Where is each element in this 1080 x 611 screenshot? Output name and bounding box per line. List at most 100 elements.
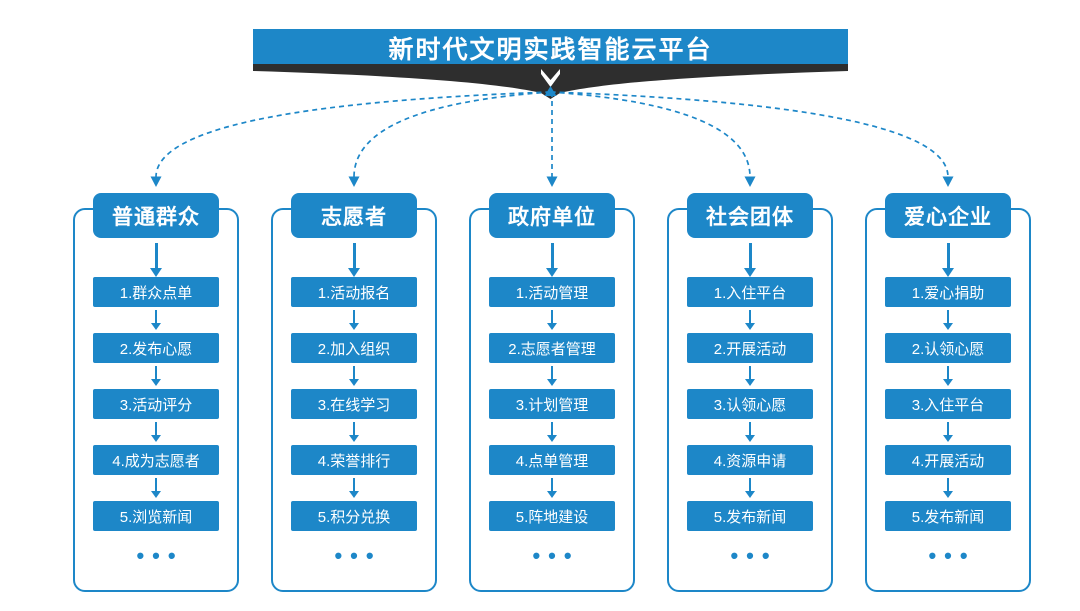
connector-arrowhead-icon: [348, 176, 360, 187]
step-box: 3.入住平台: [885, 389, 1011, 419]
step-box: 5.阵地建设: [489, 501, 615, 531]
step-box: 5.发布新闻: [885, 501, 1011, 531]
down-arrow-icon: [151, 422, 161, 442]
ellipsis-indicator: •••: [730, 543, 778, 568]
arrow-shaft: [352, 422, 356, 435]
arrow-shaft: [550, 366, 554, 379]
arrow-shaft: [352, 310, 356, 323]
step-box: 2.发布心愿: [93, 333, 219, 363]
arrow-shaft: [352, 243, 356, 268]
down-arrow-icon: [151, 478, 161, 498]
step-box: 2.志愿者管理: [489, 333, 615, 363]
column-header: 普通群众: [93, 193, 219, 238]
role-column-1: 普通群众 1.群众点单 2.发布心愿 3.活动评分 4.成为志愿者 5.浏览新闻 •••: [73, 193, 239, 593]
step-box: 4.开展活动: [885, 445, 1011, 475]
column-header: 志愿者: [291, 193, 417, 238]
step-box: 1.活动管理: [489, 277, 615, 307]
dashed-connector: [353, 91, 551, 178]
arrow-shaft: [352, 366, 356, 379]
connector-arrowhead-icon: [942, 176, 954, 187]
down-arrow-icon: [943, 478, 953, 498]
down-arrow-icon: [348, 243, 360, 277]
arrow-head: [546, 268, 558, 277]
arrow-head: [151, 323, 161, 330]
arrow-head: [349, 435, 359, 442]
arrow-shaft: [748, 478, 752, 491]
down-arrow-icon: [547, 478, 557, 498]
arrow-shaft: [946, 243, 950, 268]
connector-arrowhead-icon: [150, 176, 162, 187]
arrow-shaft: [550, 422, 554, 435]
step-box: 3.活动评分: [93, 389, 219, 419]
arrow-shaft: [154, 478, 158, 491]
down-arrow-icon: [151, 310, 161, 330]
arrow-head: [151, 435, 161, 442]
arrow-shaft: [154, 366, 158, 379]
down-arrow-icon: [546, 243, 558, 277]
down-arrow-icon: [943, 422, 953, 442]
ellipsis-indicator: •••: [532, 543, 580, 568]
step-box: 3.认领心愿: [687, 389, 813, 419]
arrow-shaft: [154, 310, 158, 323]
arrow-head: [349, 491, 359, 498]
arrow-head: [547, 379, 557, 386]
arrow-head: [942, 268, 954, 277]
step-box: 2.加入组织: [291, 333, 417, 363]
arrow-head: [943, 491, 953, 498]
down-arrow-icon: [150, 243, 162, 277]
step-box: 5.浏览新闻: [93, 501, 219, 531]
arrow-head: [943, 435, 953, 442]
arrow-head: [547, 491, 557, 498]
arrow-head: [151, 491, 161, 498]
column-body: 1.群众点单 2.发布心愿 3.活动评分 4.成为志愿者 5.浏览新闻 •••: [73, 243, 239, 567]
arrow-shaft: [748, 422, 752, 435]
down-arrow-icon: [349, 366, 359, 386]
down-arrow-icon: [943, 310, 953, 330]
step-box: 5.积分兑换: [291, 501, 417, 531]
step-box: 4.荣誉排行: [291, 445, 417, 475]
step-box: 3.计划管理: [489, 389, 615, 419]
arrow-head: [744, 268, 756, 277]
arrow-shaft: [748, 310, 752, 323]
arrow-head: [943, 379, 953, 386]
step-box: 1.入住平台: [687, 277, 813, 307]
arrow-shaft: [748, 243, 752, 268]
down-chevron-icon: [541, 69, 560, 87]
column-header: 政府单位: [489, 193, 615, 238]
step-box: 1.活动报名: [291, 277, 417, 307]
arrow-head: [150, 268, 162, 277]
arrow-shaft: [748, 366, 752, 379]
step-box: 2.开展活动: [687, 333, 813, 363]
platform-title-banner: 新时代文明实践智能云平台: [253, 29, 848, 66]
arrow-head: [349, 323, 359, 330]
arrow-head: [547, 435, 557, 442]
arrow-head: [745, 491, 755, 498]
arrow-shaft: [946, 478, 950, 491]
down-arrow-icon: [547, 422, 557, 442]
down-arrow-icon: [547, 310, 557, 330]
column-header: 爱心企业: [885, 193, 1011, 238]
arrow-shaft: [946, 366, 950, 379]
arrow-head: [349, 379, 359, 386]
down-arrow-icon: [349, 310, 359, 330]
down-arrow-icon: [151, 366, 161, 386]
arrow-head: [151, 379, 161, 386]
arrow-shaft: [550, 478, 554, 491]
down-arrow-icon: [744, 243, 756, 277]
connector-arrowhead-icon: [744, 176, 756, 187]
arrow-shaft: [550, 243, 554, 268]
dashed-connector: [155, 91, 551, 178]
arrow-shaft: [352, 478, 356, 491]
ellipsis-indicator: •••: [136, 543, 184, 568]
step-box: 4.成为志愿者: [93, 445, 219, 475]
down-arrow-icon: [745, 366, 755, 386]
arrow-shaft: [946, 422, 950, 435]
down-arrow-icon: [745, 422, 755, 442]
step-box: 1.群众点单: [93, 277, 219, 307]
